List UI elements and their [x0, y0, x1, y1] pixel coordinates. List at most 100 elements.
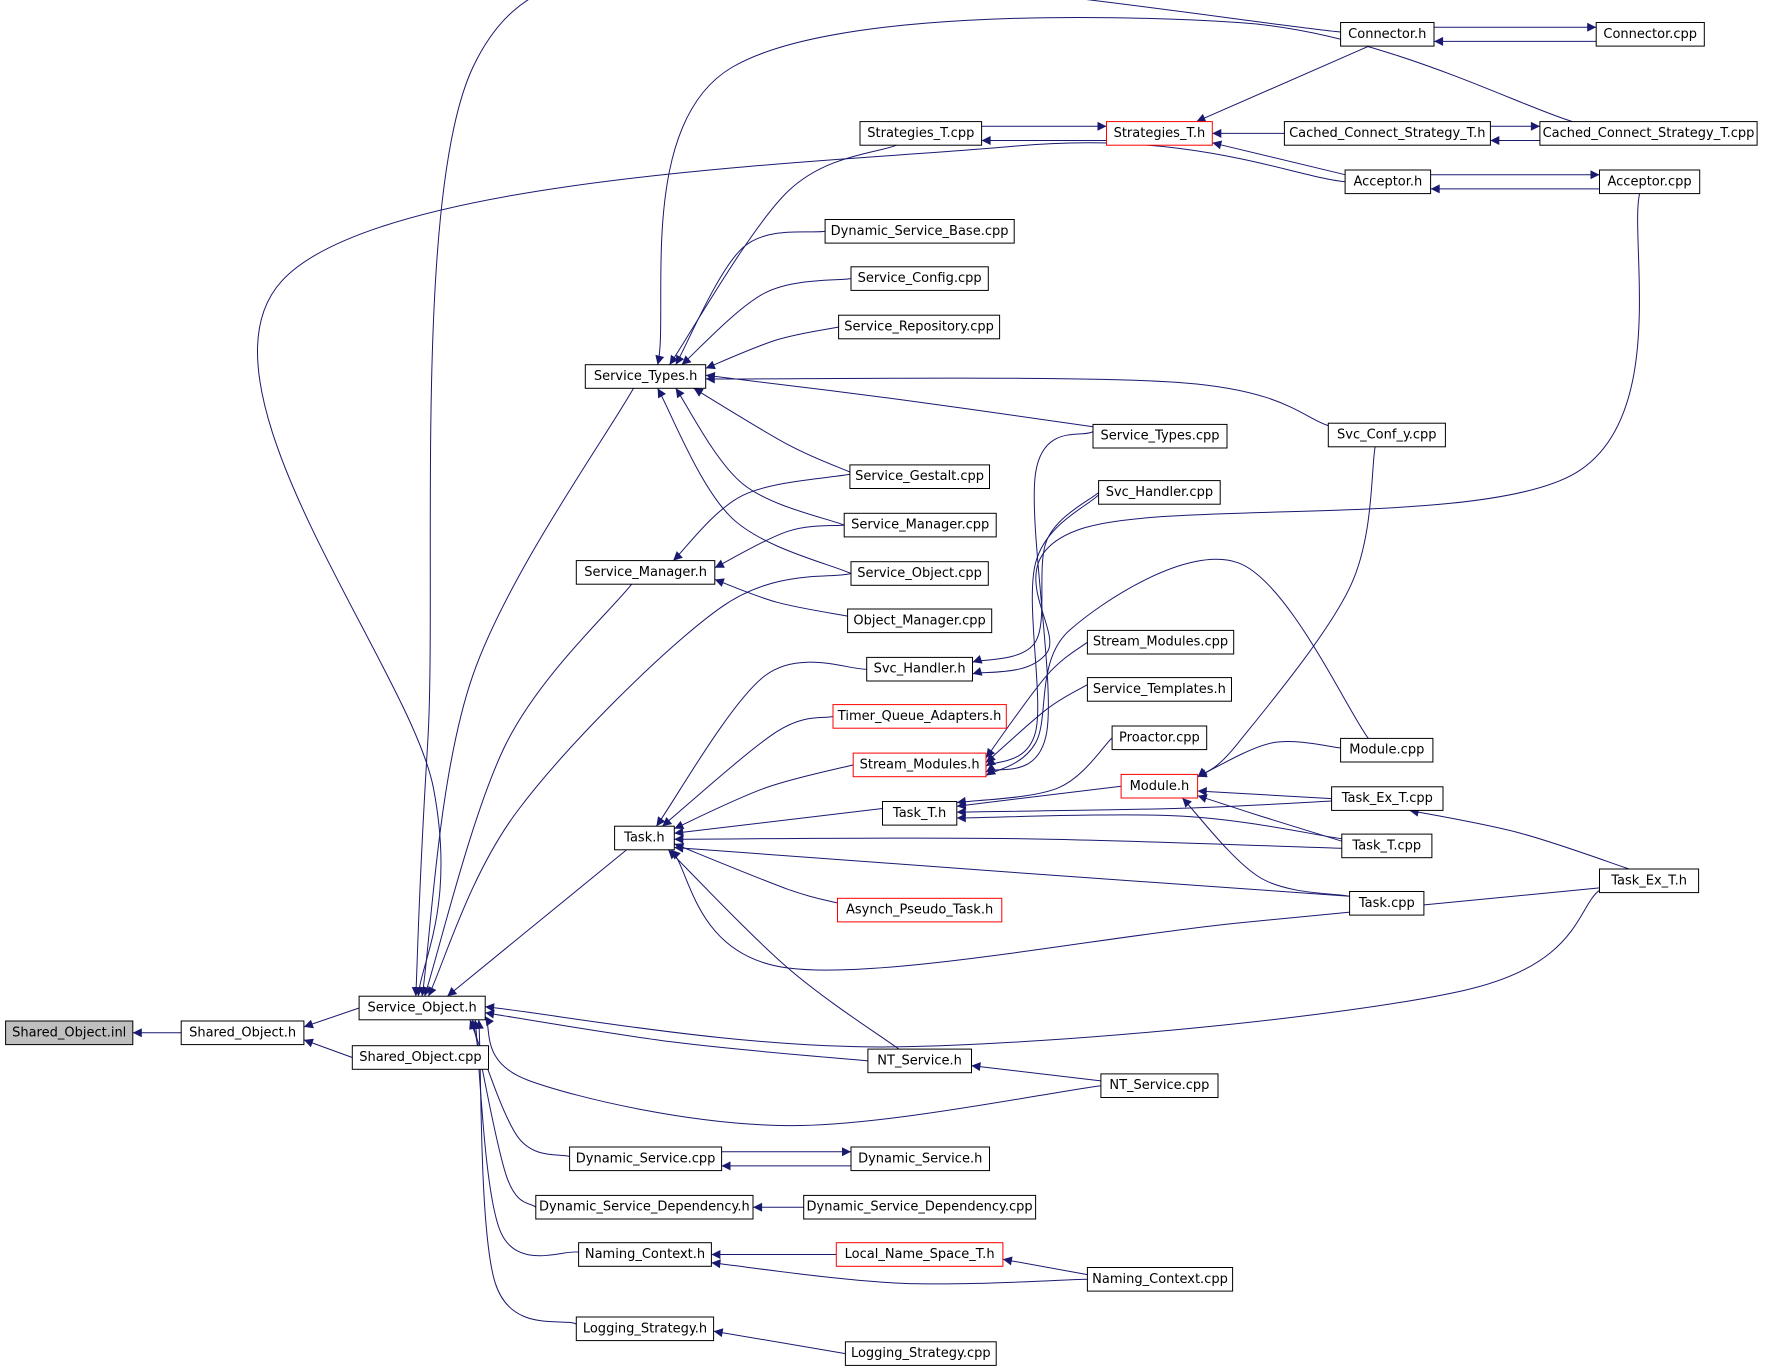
node-strategies-t-cpp[interactable]: Strategies_T.cpp: [859, 121, 983, 146]
node-box: [882, 801, 958, 826]
node-label: Service_Types.cpp: [1101, 429, 1220, 444]
node-box: [1111, 725, 1208, 751]
edge-service_types_cpp-to-service_types_h: [705, 371, 1094, 428]
node-label: NT_Service.h: [877, 1053, 962, 1068]
node-module-cpp[interactable]: Module.cpp: [1340, 737, 1434, 763]
edge-stream_modules_h-to-task_h: [674, 764, 854, 830]
edge-logging_strategy_h-to-service_object_h: [474, 1019, 577, 1325]
node-label: Task_Ex_T.h: [1610, 873, 1687, 888]
node-label: Dynamic_Service_Dependency.h: [539, 1200, 750, 1215]
node-nt-service-h[interactable]: NT_Service.h: [867, 1048, 973, 1074]
node-service-object-h[interactable]: Service_Object.h: [358, 995, 486, 1021]
node-shared-object-h[interactable]: Shared_Object.h: [180, 1020, 305, 1046]
node-svc-handler-h[interactable]: Svc_Handler.h: [866, 656, 974, 682]
node-task-cpp[interactable]: Task.cpp: [1349, 891, 1425, 916]
node-svc-handler-cpp[interactable]: Svc_Handler.cpp: [1098, 480, 1221, 505]
node-box: [832, 704, 1007, 729]
node-task-t-h[interactable]: Task_T.h: [882, 801, 958, 826]
node-label: Service_Templates.h: [1093, 682, 1226, 697]
node-service-templates-h[interactable]: Service_Templates.h: [1086, 677, 1233, 702]
node-dynamic-service-dependency-h[interactable]: Dynamic_Service_Dependency.h: [535, 1194, 754, 1220]
edge-service_config_cpp-to-service_types_h: [681, 278, 852, 366]
node-label: Service_Manager.cpp: [851, 518, 989, 533]
node-box: [180, 1020, 305, 1046]
node-box: [1349, 891, 1425, 916]
node-connector-cpp[interactable]: Connector.cpp: [1595, 22, 1705, 47]
node-label: Service_Config.cpp: [858, 271, 982, 286]
node-cached-connect-strategy-t-cpp[interactable]: Cached_Connect_Strategy_T.cpp: [1539, 121, 1758, 146]
node-label: Svc_Conf_y.cpp: [1337, 428, 1437, 443]
node-object-manager-cpp[interactable]: Object_Manager.cpp: [847, 608, 993, 634]
node-service-config-cpp[interactable]: Service_Config.cpp: [850, 266, 989, 291]
edge-service_manager_cpp-to-service_manager_h: [714, 524, 845, 569]
node-box: [1341, 833, 1433, 859]
node-label: Acceptor.h: [1354, 174, 1423, 189]
node-label: Dynamic_Service.h: [858, 1151, 982, 1166]
node-module-h[interactable]: Module.h: [1120, 773, 1199, 799]
node-label: Strategies_T.h: [1114, 126, 1206, 141]
node-nt-service-cpp[interactable]: NT_Service.cpp: [1100, 1073, 1219, 1099]
node-box: [1599, 169, 1701, 195]
node-label: Dynamic_Service_Base.cpp: [831, 224, 1009, 239]
node-dynamic-service-dependency-cpp[interactable]: Dynamic_Service_Dependency.cpp: [803, 1194, 1037, 1220]
edge-svc_conf_y_cpp-to-module_h: [1197, 446, 1376, 778]
node-task-t-cpp[interactable]: Task_T.cpp: [1341, 833, 1433, 859]
node-label: NT_Service.cpp: [1109, 1078, 1209, 1093]
node-naming-context-cpp[interactable]: Naming_Context.cpp: [1086, 1267, 1234, 1292]
node-service-types-h[interactable]: Service_Types.h: [584, 364, 707, 389]
node-label: Connector.h: [1348, 27, 1426, 42]
node-asynch-pseudo-task-h[interactable]: Asynch_Pseudo_Task.h: [837, 897, 1003, 923]
edge-task_t_cpp-to-task_t_h: [956, 813, 1342, 840]
node-dynamic-service-base-cpp[interactable]: Dynamic_Service_Base.cpp: [824, 219, 1015, 244]
node-local-name-space-t-h[interactable]: Local_Name_Space_T.h: [835, 1242, 1004, 1267]
node-logging-strategy-h[interactable]: Logging_Strategy.h: [575, 1316, 715, 1342]
node-service-gestalt-cpp[interactable]: Service_Gestalt.cpp: [849, 464, 991, 489]
node-box: [1331, 786, 1444, 811]
node-svc-conf-y-cpp[interactable]: Svc_Conf_y.cpp: [1327, 422, 1446, 448]
edge-task_cpp-to-task_h: [674, 843, 1350, 897]
node-box: [578, 1242, 712, 1267]
node-box: [1086, 677, 1233, 702]
node-service-types-cpp[interactable]: Service_Types.cpp: [1092, 423, 1228, 449]
edge-cached_connect_strategy_t_cpp-to-service_types_h: [655, 16, 1573, 365]
edge-svc_handler_cpp-to-stream_modules_h: [985, 494, 1099, 767]
nodes-layer: Shared_Object.inl Shared_Object.hShared_O…: [5, 22, 1758, 1366]
node-box: [575, 560, 716, 585]
node-cached-connect-strategy-t-h[interactable]: Cached_Connect_Strategy_T.h: [1283, 121, 1491, 146]
edge-service_object_cpp-to-service_types_h: [657, 388, 852, 574]
node-box: [1599, 868, 1700, 894]
node-acceptor-h[interactable]: Acceptor.h: [1344, 169, 1432, 195]
node-timer-queue-adapters-h[interactable]: Timer_Queue_Adapters.h: [832, 704, 1007, 729]
node-acceptor-cpp[interactable]: Acceptor.cpp: [1599, 169, 1701, 195]
node-naming-context-h[interactable]: Naming_Context.h: [578, 1242, 712, 1267]
node-label: Shared_Object.cpp: [359, 1050, 481, 1065]
node-connector-h[interactable]: Connector.h: [1340, 22, 1435, 47]
node-dynamic-service-h[interactable]: Dynamic_Service.h: [850, 1146, 990, 1172]
node-service-repository-cpp[interactable]: Service_Repository.cpp: [838, 314, 1001, 340]
edge-connector_h-to-strategies_t_h: [1196, 45, 1369, 123]
node-task-ex-t-cpp[interactable]: Task_Ex_T.cpp: [1331, 786, 1444, 811]
node-strategies-t-h[interactable]: Strategies_T.h: [1106, 121, 1213, 146]
node-label: Logging_Strategy.cpp: [851, 1346, 991, 1361]
node-shared-object-cpp[interactable]: Shared_Object.cpp: [351, 1045, 489, 1070]
node-label: Module.h: [1130, 779, 1190, 794]
node-service-object-cpp[interactable]: Service_Object.cpp: [850, 561, 989, 586]
node-box: [867, 1048, 973, 1074]
node-label: Logging_Strategy.h: [583, 1321, 707, 1336]
node-box: [866, 656, 974, 682]
node-service-manager-h[interactable]: Service_Manager.h: [575, 560, 716, 585]
node-label: Module.cpp: [1349, 743, 1424, 758]
node-box: [535, 1194, 754, 1220]
node-stream-modules-cpp[interactable]: Stream_Modules.cpp: [1086, 629, 1235, 655]
edge-module_cpp-to-stream_modules_h: [985, 558, 1369, 776]
node-box: [850, 266, 989, 291]
node-dynamic-service-cpp[interactable]: Dynamic_Service.cpp: [569, 1146, 723, 1172]
node-stream-modules-h[interactable]: Stream_Modules.h: [852, 752, 987, 778]
node-proactor-cpp[interactable]: Proactor.cpp: [1111, 725, 1208, 751]
node-label: Connector.cpp: [1603, 27, 1697, 42]
node-task-h[interactable]: Task.h: [614, 825, 675, 851]
node-shared-object-inl[interactable]: Shared_Object.inl: [5, 1020, 134, 1046]
node-logging-strategy-cpp[interactable]: Logging_Strategy.cpp: [844, 1341, 997, 1366]
node-service-manager-cpp[interactable]: Service_Manager.cpp: [843, 512, 997, 538]
node-task-ex-t-h[interactable]: Task_Ex_T.h: [1599, 868, 1700, 894]
